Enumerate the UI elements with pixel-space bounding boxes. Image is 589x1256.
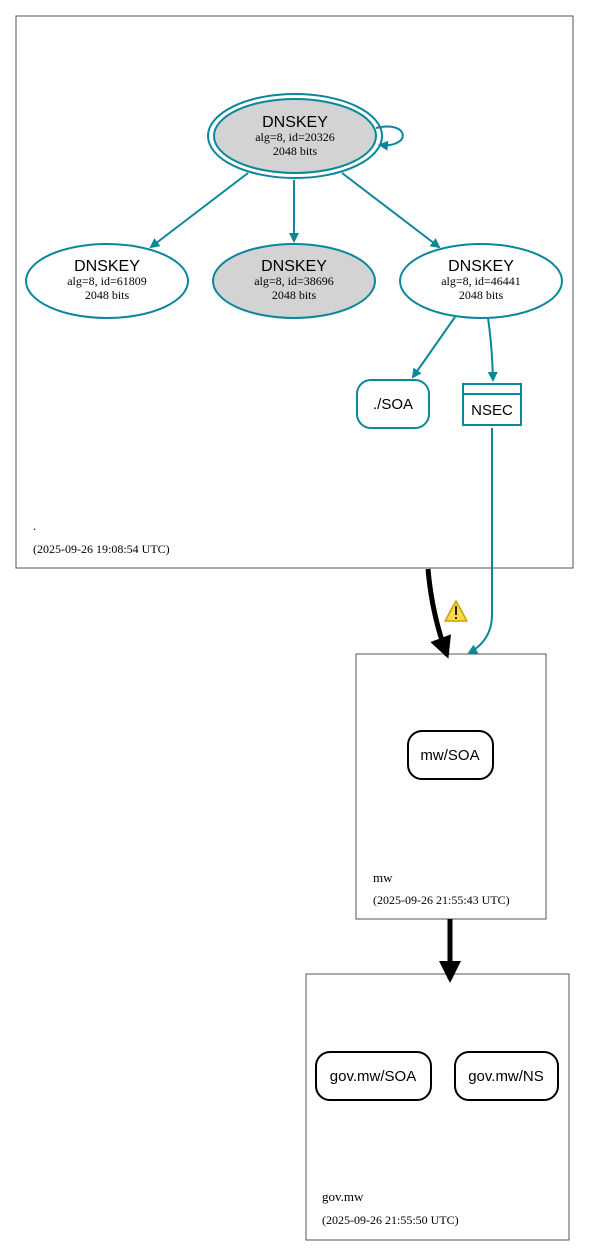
zone-root-box	[15, 15, 574, 569]
dnskey-20326-bits: 2048 bits	[273, 144, 318, 158]
root-soa-label: ./SOA	[373, 396, 413, 413]
zone-govmw-box	[305, 973, 570, 1241]
dnskey-46441-title: DNSKEY	[448, 258, 514, 275]
edge-20326-to-46441	[341, 172, 441, 249]
govmw-ns-label: gov.mw/NS	[468, 1068, 544, 1085]
edge-self-20326	[375, 125, 404, 151]
dnskey-61809-alg-id: alg=8, id=61809	[67, 274, 147, 288]
dnskey-38696-bits: 2048 bits	[272, 288, 317, 302]
root-soa-node[interactable]: ./SOA	[356, 379, 430, 429]
dnskey-38696-alg-id: alg=8, id=38696	[254, 274, 334, 288]
edge-nsec-to-mw	[467, 428, 493, 654]
dnskey-20326-alg-id: alg=8, id=20326	[255, 130, 335, 144]
govmw-ns-node[interactable]: gov.mw/NS	[454, 1051, 559, 1101]
dnskey-20326-title: DNSKEY	[262, 114, 328, 131]
edge-46441-to-nsec	[487, 317, 498, 382]
zone-mw-name: mw	[373, 870, 393, 885]
zone-mw-timestamp: (2025-09-26 21:55:43 UTC)	[373, 893, 510, 907]
mw-soa-node[interactable]: mw/SOA	[407, 730, 494, 780]
nsec-node[interactable]: NSEC	[462, 383, 522, 426]
mw-soa-label: mw/SOA	[420, 747, 479, 764]
zone-govmw-timestamp: (2025-09-26 21:55:50 UTC)	[322, 1213, 459, 1227]
dnskey-61809-bits: 2048 bits	[85, 288, 130, 302]
govmw-soa-label: gov.mw/SOA	[330, 1068, 416, 1085]
zone-govmw-name: gov.mw	[322, 1189, 364, 1204]
dnskey-node-20326[interactable]: DNSKEY alg=8, id=20326 2048 bits	[207, 93, 383, 179]
edge-46441-to-root-soa	[411, 316, 456, 379]
zone-root-name: .	[33, 518, 36, 533]
edge-root-to-mw	[425, 568, 451, 659]
edge-20326-to-61809	[149, 172, 249, 249]
dnskey-38696-title: DNSKEY	[261, 258, 327, 275]
dnskey-node-61809[interactable]: DNSKEY alg=8, id=61809 2048 bits	[25, 243, 189, 319]
zone-root-timestamp: (2025-09-26 19:08:54 UTC)	[33, 542, 170, 556]
dnskey-46441-bits: 2048 bits	[459, 288, 504, 302]
nsec-label: NSEC	[471, 402, 513, 419]
dnskey-node-38696[interactable]: DNSKEY alg=8, id=38696 2048 bits	[212, 243, 376, 319]
dnskey-node-46441[interactable]: DNSKEY alg=8, id=46441 2048 bits	[399, 243, 563, 319]
dnskey-46441-alg-id: alg=8, id=46441	[441, 274, 521, 288]
govmw-soa-node[interactable]: gov.mw/SOA	[315, 1051, 432, 1101]
dnskey-61809-title: DNSKEY	[74, 258, 140, 275]
warning-triangle-icon	[444, 600, 468, 622]
